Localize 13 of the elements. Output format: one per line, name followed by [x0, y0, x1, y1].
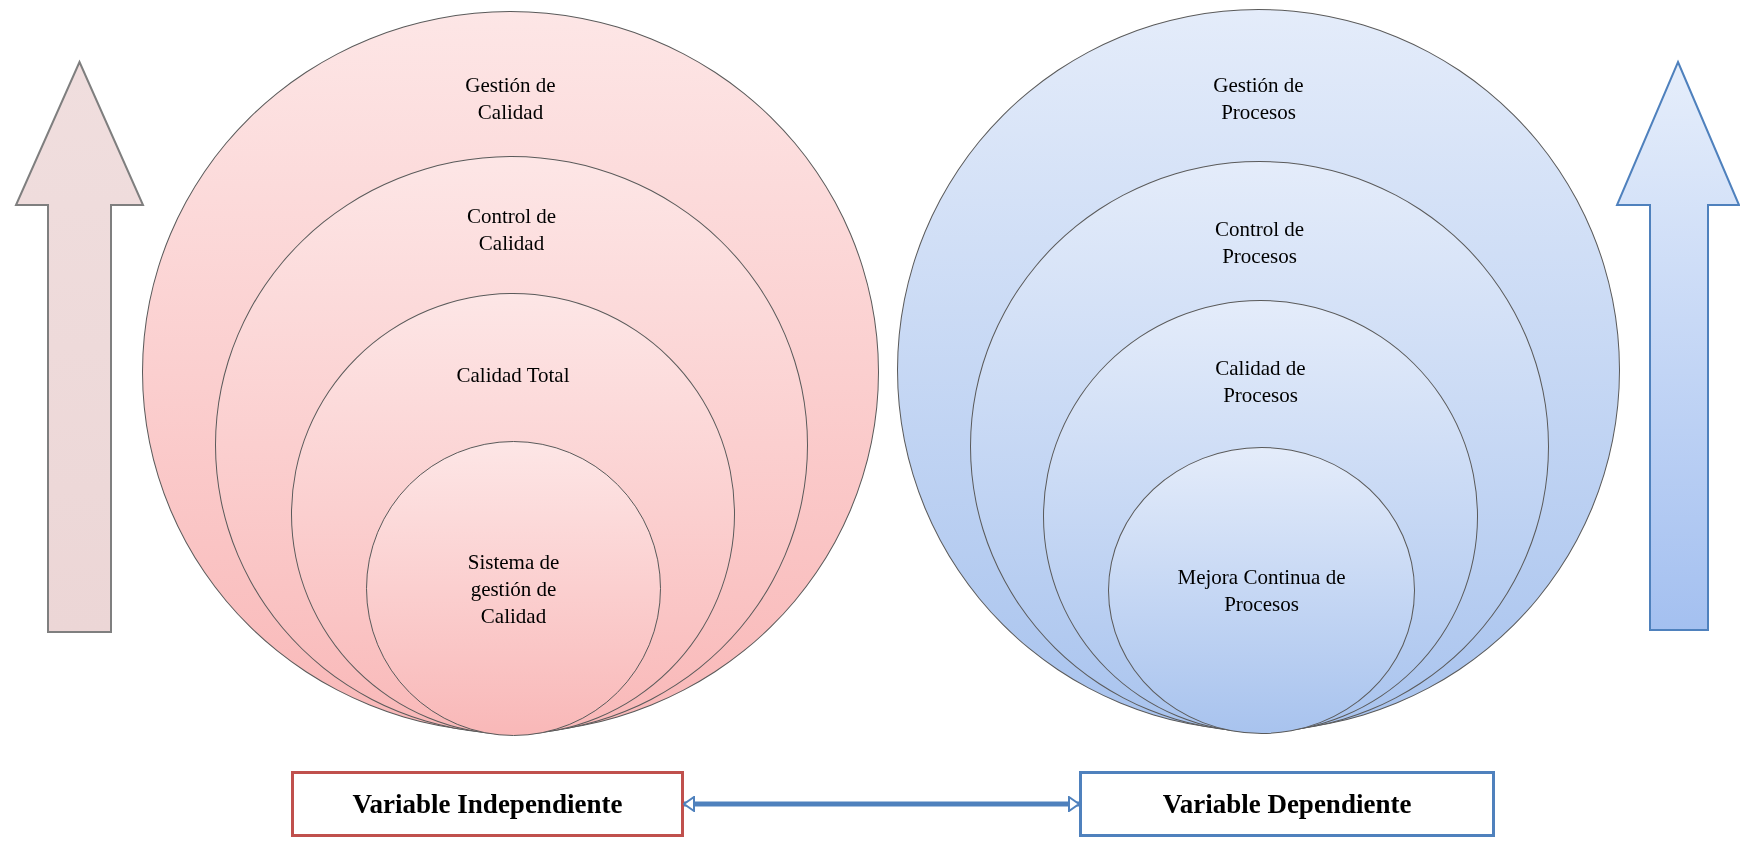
circle-label: Gestión de Procesos — [1212, 72, 1305, 126]
box-label: Variable Independiente — [352, 788, 623, 820]
circle-label: Control de Procesos — [1213, 216, 1306, 270]
circle-label: Calidad de Procesos — [1214, 355, 1307, 409]
circle-label: Calidad Total — [455, 362, 571, 389]
double-arrow — [683, 796, 1080, 812]
circle-label: Sistema de gestión de Calidad — [466, 548, 561, 629]
circle-label: Mejora Continua de Procesos — [1176, 563, 1347, 618]
label-box — [291, 771, 684, 837]
box-label: Variable Dependiente — [1162, 788, 1412, 820]
circle-label: Control de Calidad — [465, 203, 558, 257]
label-box — [1079, 771, 1495, 837]
circle-label: Gestión de Calidad — [464, 72, 557, 126]
